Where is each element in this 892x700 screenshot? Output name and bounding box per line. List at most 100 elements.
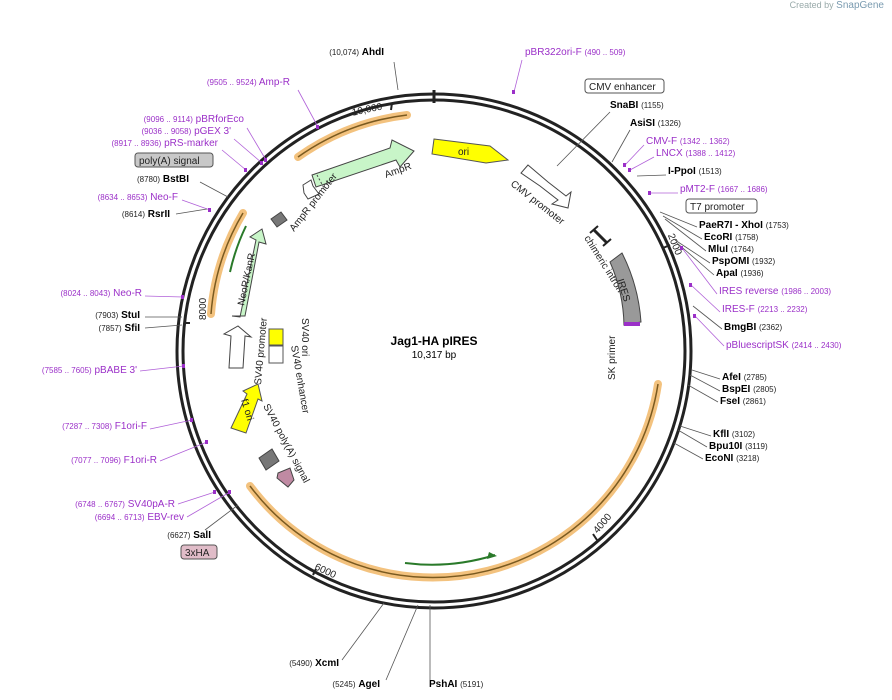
enzyme-label-bmgbi: BmgBI (2362) [724,322,782,333]
ampr-dash [316,174,325,189]
leader-bpu10i [677,429,708,448]
polya-signal-box [134,152,214,168]
enzyme-label-kfli: KflI (3102) [713,429,755,440]
t7-promoter-box [685,198,758,214]
t7-promoter-label: T7 promoter [690,202,745,213]
primer-site-prs-marker [244,168,247,172]
sv40-enhancer-feature [268,345,284,364]
leader-sv40pa-r [177,491,216,505]
ori-label: ori [458,147,469,158]
leader-pbr322ori-f [513,59,523,93]
enzyme-label-afei: AfeI (2785) [722,372,767,383]
enzyme-label-econi: EcoNI (3218) [705,453,760,464]
primer-label-neo-f: (8634 .. 8653) Neo-F [98,192,178,203]
primer-label-sv40pa-r: (6748 .. 6767) SV40pA-R [75,499,175,510]
credit-prefix: Created by [789,0,834,10]
tick-mark-10000 [390,102,393,111]
credit-brand: SnapGene [836,0,884,11]
3xha-label: 3xHA [185,548,210,559]
leader-paer7i-xhoi [659,211,698,228]
sk-primer-label: SK primer [607,335,618,380]
ori-feature [431,138,510,164]
primer-site-lncx [628,168,631,172]
tick-label-8000: 8000 [198,297,209,320]
leader-lines [139,59,725,681]
leader-pspomi [674,239,711,264]
enzyme-label-sali: (6627) SalI [167,530,211,541]
primer-label-ebv-rev: (6694 .. 6713) EBV-rev [95,512,184,523]
leader-agei [385,604,419,681]
primer-label-ires-reverse: IRES reverse (1986 .. 2003) [719,286,831,297]
chimeric-intron-feature [592,228,609,245]
primer-site-ires-f [689,283,692,287]
primer-site-cmv-f [623,163,626,167]
leader-rsrii [175,208,208,215]
enzyme-label-xcmi: (5490) XcmI [289,658,339,669]
leader-econi [673,442,704,460]
leader-neo-f [181,199,211,211]
grey-marker-box [270,211,288,228]
primer-site-f1ori-f [190,418,193,422]
enzyme-label-sfii: (7857) SfiI [99,323,141,334]
primer-label-pbr322ori-f: pBR322ori-F (490 .. 509) [525,47,626,58]
enzyme-label-bpu10i: Bpu10I (3119) [709,441,768,452]
chimeric-intron-cap-a [589,225,599,234]
primer-site-pmt2-f [648,191,651,195]
tick-mark-2000 [662,244,671,249]
leader-apai [676,242,715,276]
enzyme-label-agei: (5245) AgeI [332,679,380,690]
enzyme-label-ecori: EcoRI (1758) [704,232,759,243]
primer-site-pbrforeco [264,158,267,162]
primer-site-ebv-rev [228,490,231,494]
polya-signal-label: poly(A) signal [139,156,200,167]
inner-green-arc [404,554,496,566]
leader-lncx [629,156,655,171]
neor-kanr-feature [231,228,267,318]
snapgene-credit: Created by SnapGene [790,0,884,11]
sv40-promoter-feature [222,325,253,369]
plasmid-size: 10,317 bp [412,350,457,361]
primer-site-amp-r [316,125,319,129]
primer-label-pmt2-f: pMT2-F (1667 .. 1686) [680,184,768,195]
leader-asisi [611,129,631,163]
primer-site-neo-f [208,208,211,212]
primer-site-pgex-3 [260,161,263,165]
leader-ires-reverse [681,247,718,295]
leader-pbluescriptsk [694,315,725,347]
leader-prs-marker [221,149,247,171]
primer-label-cmv-f: CMV-F (1342 .. 1362) [646,136,730,147]
leader-ebv-rev [186,491,231,518]
chimeric-intron-cap-b [602,238,612,247]
ires-feature [609,252,642,326]
primer-label-pbluescriptsk: pBluescriptSK (2414 .. 2430) [726,340,842,351]
leader-mlui [664,218,707,252]
3xha-box [180,544,218,560]
enzyme-label-rsrii: (8614) RsrII [122,209,170,220]
leader-sfii [144,324,183,329]
sv40-promoter-label: SV40 promoter [253,317,270,386]
primer-label-amp-r: (9505 .. 9524) Amp-R [207,77,290,88]
primer-site-pbluescriptsk [693,314,696,318]
enzyme-label-asisi: AsiSI (1326) [630,118,681,129]
ampr-promoter-feature [302,179,320,200]
leader-i-ppoi [636,174,667,177]
enzyme-label-snabi: SnaBI (1155) [610,100,664,111]
sv40-ori-feature [268,328,284,346]
primer-label-pbrforeco: (9096 .. 9114) pBRforEco [144,114,245,125]
leader-pbabe-3 [139,365,185,372]
primer-site-f1ori-r [205,440,208,444]
jag1-ha-orf-arc-core [249,383,659,579]
primer-label-lncx: LNCX (1388 .. 1412) [656,148,736,159]
neo-inner-green-arc [229,225,247,273]
primer-label-f1ori-f: (7287 .. 7308) F1ori-F [62,421,147,432]
primer-site-pbr322ori-f [512,90,515,94]
enzyme-label-i-ppoi: I-PpoI (1513) [668,166,722,177]
primer-site-ires-reverse [680,246,683,250]
primer-label-neo-r: (8024 .. 8043) Neo-R [61,288,143,299]
enzyme-label-pshai: PshAI (5191) [429,679,484,690]
leader-ahdi [393,61,399,91]
enzyme-label-fsei: FseI (2861) [720,396,766,407]
